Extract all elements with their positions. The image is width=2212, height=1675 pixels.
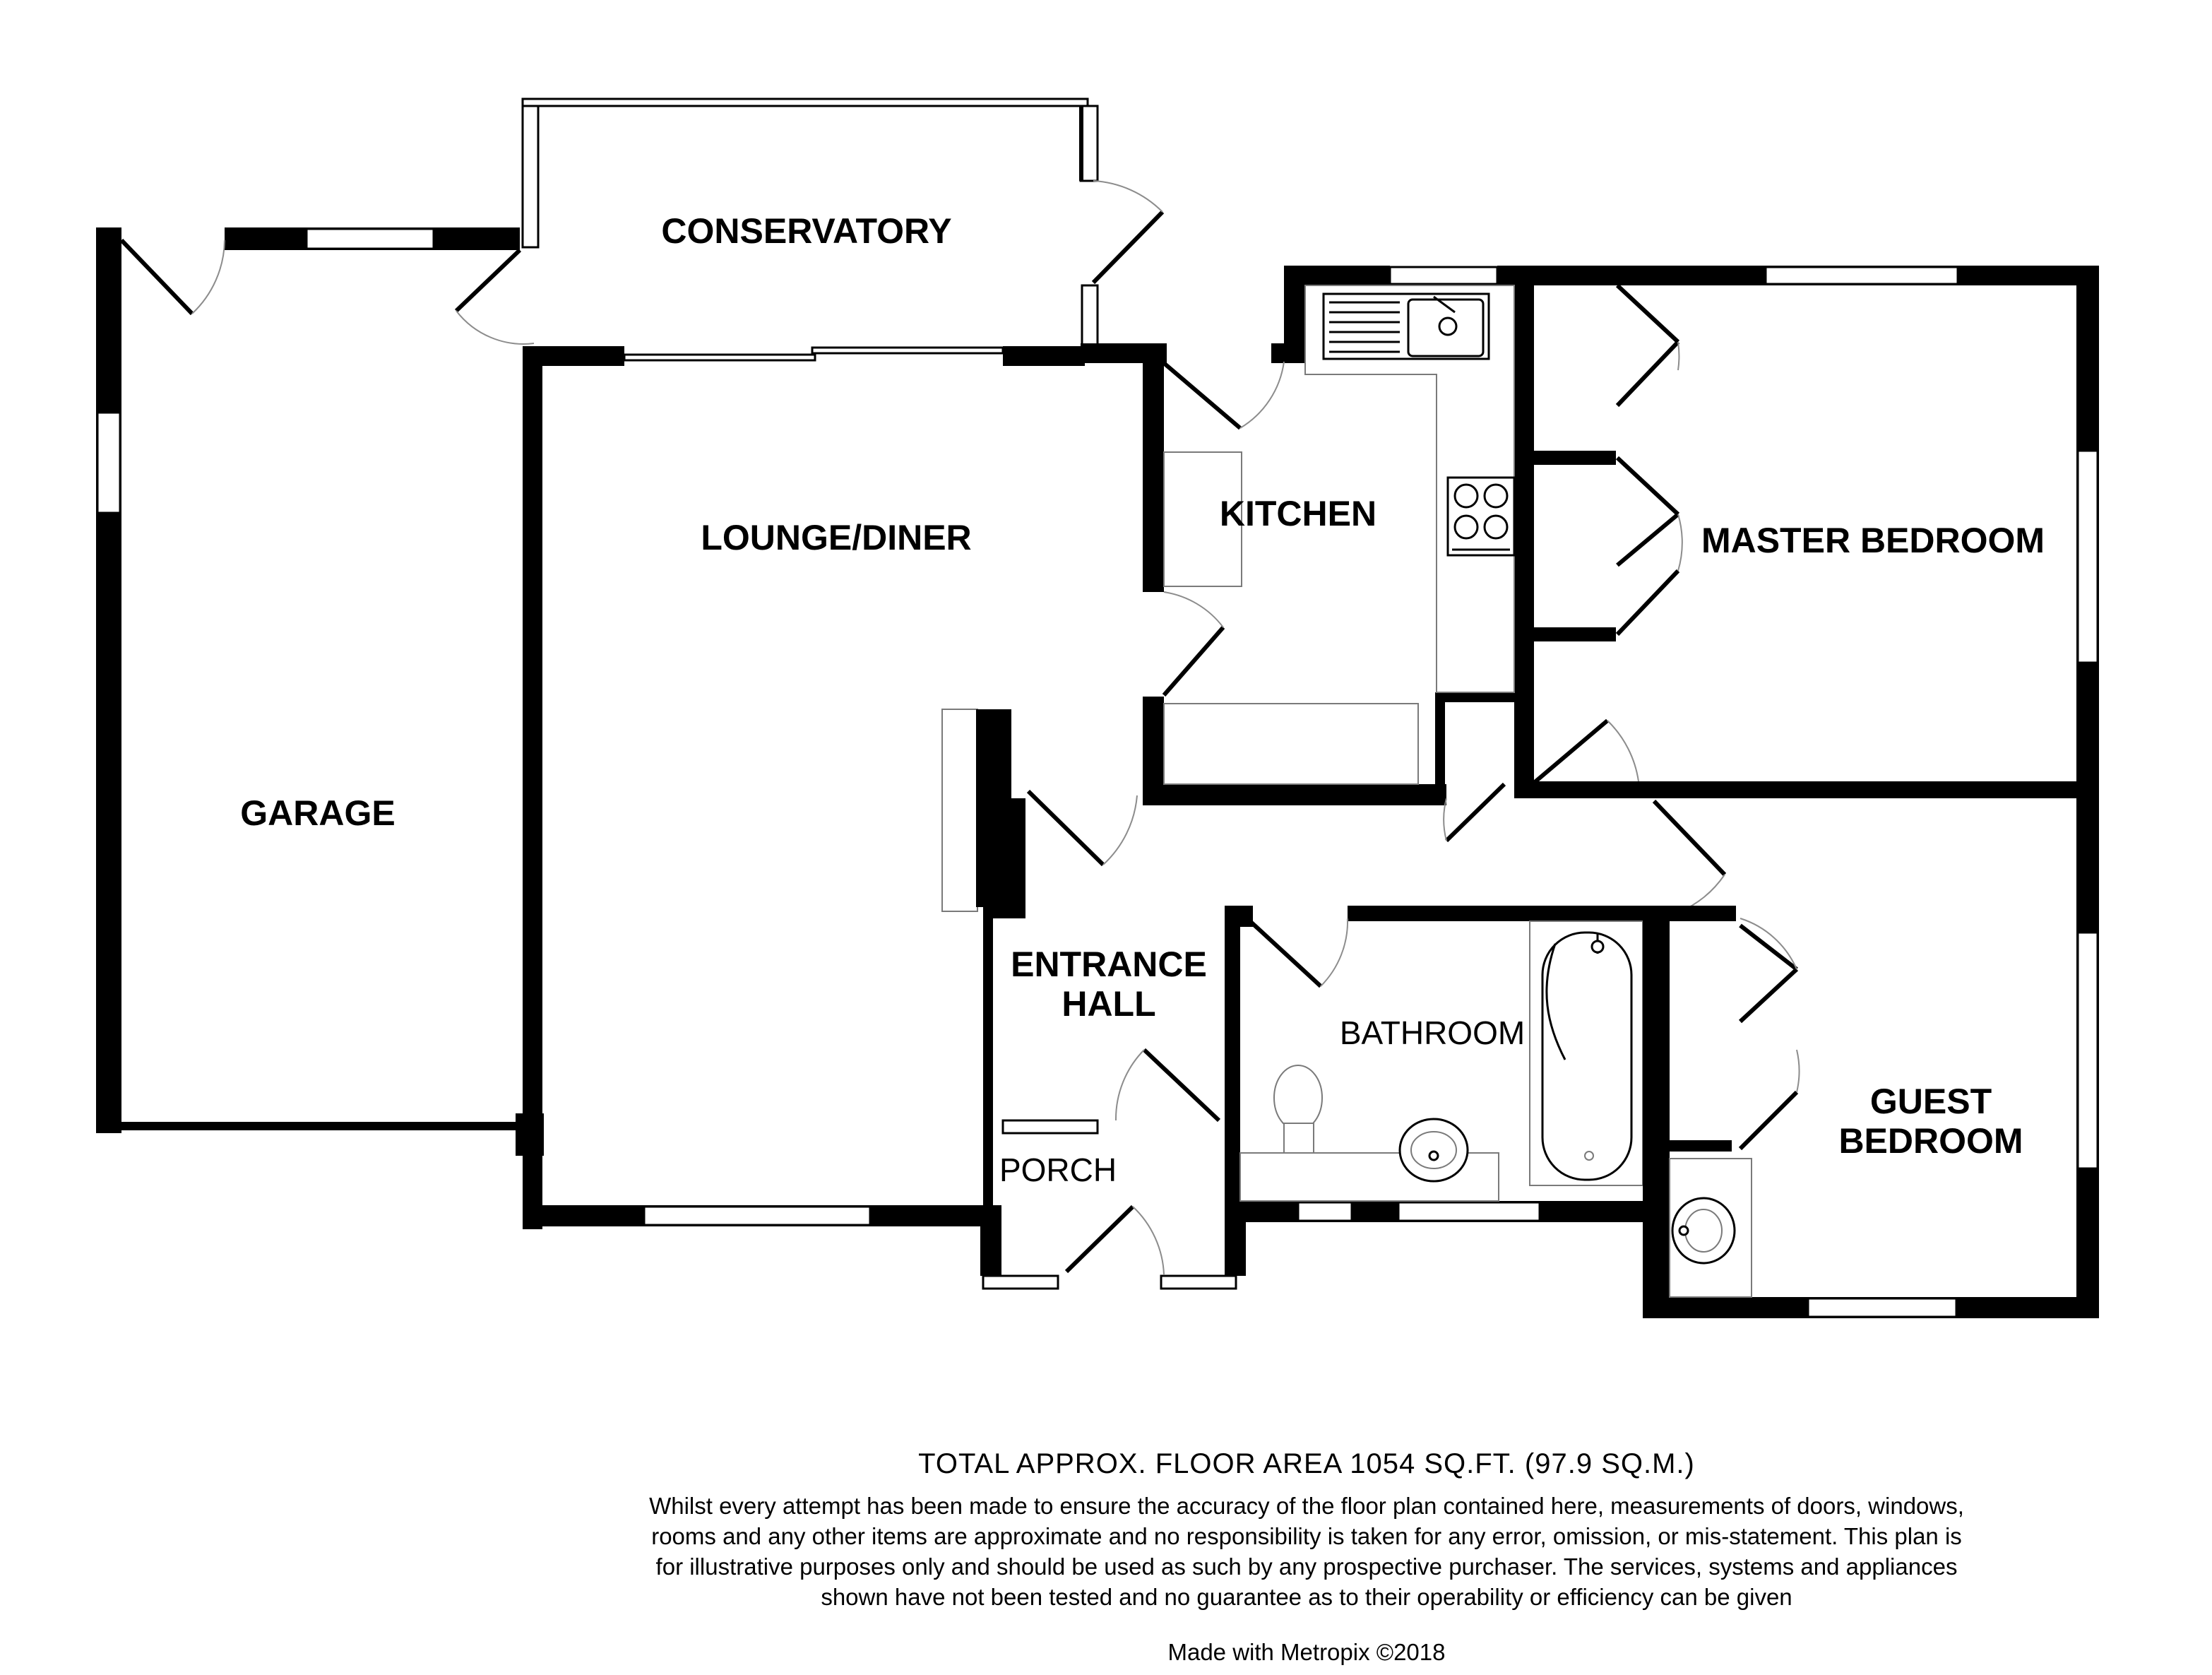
master-window-top — [1764, 266, 1959, 285]
hall-bedroom-door — [1652, 799, 1727, 912]
garage-door — [119, 238, 225, 316]
lounge-patio-door-right — [811, 346, 1004, 355]
hob — [1446, 476, 1516, 557]
bathroom-vanity — [1239, 1118, 1499, 1202]
conservatory-walls — [521, 97, 1167, 363]
porch-inner-door — [1001, 1119, 1099, 1135]
label-guest-bedroom-1: GUEST — [1870, 1082, 1992, 1121]
fireplace — [941, 709, 1025, 918]
guest-window-right — [2076, 931, 2099, 1170]
label-garage: GARAGE — [240, 793, 395, 833]
front-door — [1114, 1048, 1221, 1123]
hall-walls — [980, 784, 1246, 1276]
label-entrance-hall-2: HALL — [1062, 984, 1155, 1024]
sink — [1322, 292, 1490, 360]
label-kitchen: KITCHEN — [1220, 494, 1376, 533]
master-bedroom-door — [1533, 718, 1639, 785]
guest-wardrobe-doors — [1738, 918, 1800, 1151]
label-conservatory: CONSERVATORY — [661, 211, 951, 251]
disclaimer-text: Whilst every attempt has been made to en… — [649, 1493, 1964, 1610]
bathroom-door — [1248, 918, 1349, 988]
porch-window-left — [982, 1274, 1059, 1290]
bathroom-window-right — [1397, 1201, 1541, 1222]
guest-window-bottom — [1807, 1297, 1958, 1318]
lounge-hall-door — [1026, 789, 1138, 867]
porch-window-right — [1160, 1274, 1237, 1290]
label-master-bedroom: MASTER BEDROOM — [1701, 521, 2045, 560]
garage-walls — [96, 227, 520, 1133]
label-entrance-hall-1: ENTRANCE — [1011, 945, 1207, 984]
guest-bedroom-walls — [1643, 911, 2099, 1318]
conservatory-door — [1091, 180, 1165, 285]
kitchen-worktops — [1163, 285, 1515, 785]
guest-basin — [1669, 1158, 1752, 1298]
kitchen-lounge-door — [1162, 591, 1225, 697]
total-floor-area: TOTAL APPROX. FLOOR AREA 1054 SQ.FT. (97… — [918, 1448, 1695, 1479]
bathroom-window-left — [1297, 1201, 1353, 1222]
garage-window-top — [305, 227, 435, 250]
garage-conservatory-door — [454, 248, 535, 345]
kitchen-window — [1389, 266, 1499, 285]
bath — [1529, 921, 1643, 1186]
label-bathroom: BATHROOM — [1340, 1014, 1525, 1051]
toilet — [1273, 1065, 1323, 1155]
lounge-patio-door-left — [623, 353, 816, 362]
metropix-credit: Made with Metropix ©2018 — [1167, 1639, 1446, 1665]
lounge-walls — [516, 346, 1085, 1229]
label-porch: PORCH — [999, 1152, 1117, 1188]
garage-window-left — [96, 411, 121, 514]
cupboard-door — [1443, 782, 1506, 843]
wardrobe-doors — [1615, 283, 1683, 637]
kitchen-conservatory-door — [1163, 361, 1285, 430]
label-guest-bedroom-2: BEDROOM — [1838, 1121, 2023, 1161]
master-window-right — [2076, 449, 2099, 664]
lounge-window-bottom — [643, 1205, 872, 1226]
label-lounge-diner: LOUNGE/DINER — [701, 518, 971, 557]
porch-door — [1064, 1205, 1165, 1275]
